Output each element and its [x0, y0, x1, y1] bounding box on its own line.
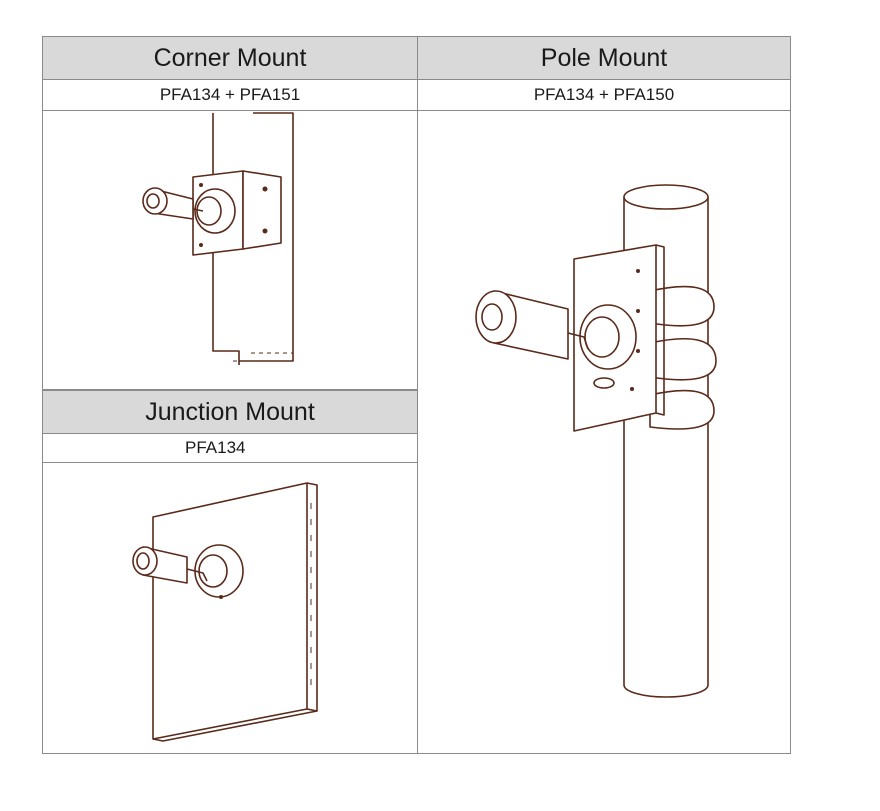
pole-mount-title: Pole Mount [540, 43, 668, 72]
junction-mount-parts: PFA134 [185, 438, 246, 457]
mount-table: Corner Mount PFA134 + PFA151 Junction Mo… [42, 36, 791, 754]
corner-mount-parts: PFA134 + PFA151 [159, 85, 301, 104]
corner-mount-drawing [142, 112, 294, 365]
pole-mount-parts: PFA134 + PFA150 [533, 85, 675, 104]
pole-mount-drawing [475, 184, 717, 698]
junction-mount-drawing [132, 482, 318, 742]
junction-mount-parts-row: PFA134 [42, 433, 418, 463]
pole-mount-header: Pole Mount [417, 36, 791, 80]
pole-mount-illustration-cell [417, 110, 791, 754]
junction-mount-title: Junction Mount [145, 397, 315, 426]
corner-mount-header: Corner Mount [42, 36, 418, 80]
corner-mount-parts-row: PFA134 + PFA151 [42, 79, 418, 111]
corner-mount-title: Corner Mount [153, 43, 307, 72]
corner-mount-illustration-cell [42, 110, 418, 390]
junction-mount-illustration-cell [42, 462, 418, 754]
pole-mount-parts-row: PFA134 + PFA150 [417, 79, 791, 111]
junction-mount-header: Junction Mount [42, 390, 418, 434]
